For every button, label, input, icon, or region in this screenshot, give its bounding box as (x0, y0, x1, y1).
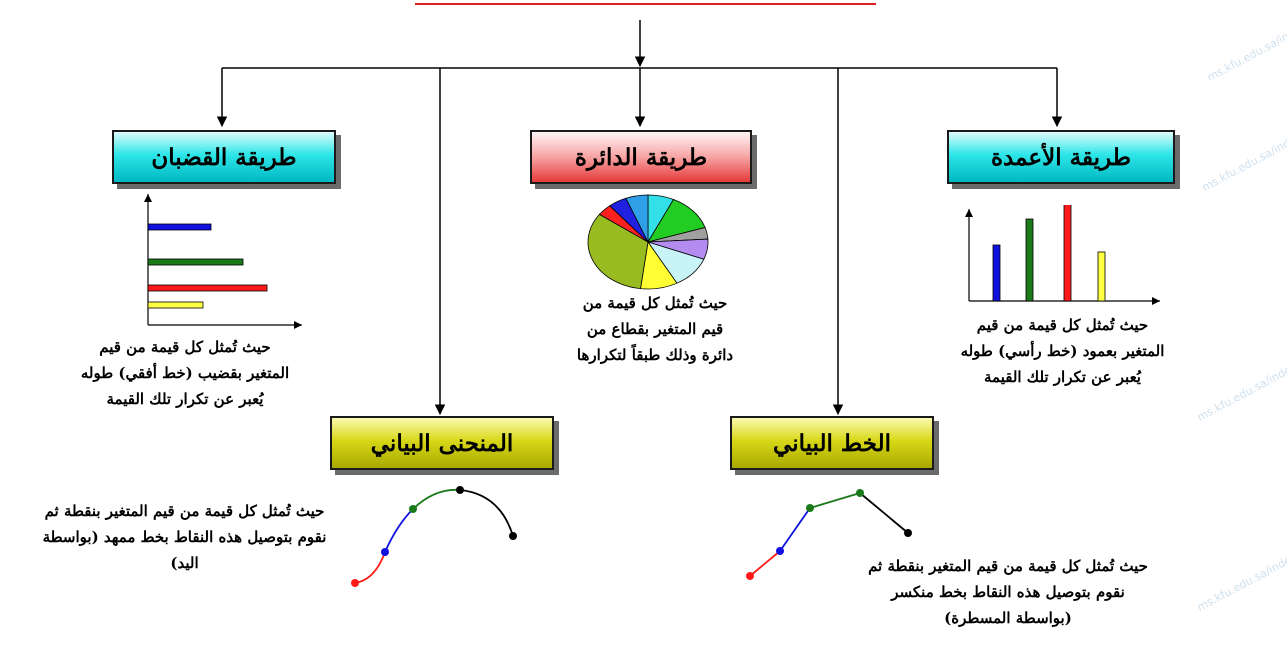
curve-point-4 (456, 486, 464, 494)
desc-pie: حيث تُمثل كل قيمة من قيم المتغير بقطاع م… (576, 294, 734, 364)
line-point-3 (806, 504, 814, 512)
box-curve-graph: المنحنى البياني (330, 416, 554, 470)
columns-x-arrow (1152, 297, 1160, 305)
pie-slice-7 (587, 213, 649, 290)
box-pie-method: طريقة الدائرة (530, 130, 752, 184)
line-point-4 (856, 489, 864, 497)
line-point-5 (904, 529, 912, 537)
smooth-curve-illustration (351, 486, 517, 587)
columns-illustration (965, 205, 1160, 305)
desc-columns: حيث تُمثل كل قيمة من قيم المتغير بعمود (… (960, 316, 1165, 386)
curve-point-1 (351, 579, 359, 587)
curve-point-5 (509, 532, 517, 540)
broken-line-illustration (746, 489, 912, 580)
line-point-2 (776, 547, 784, 555)
box-columns-method: طريقة الأعمدة (947, 130, 1175, 184)
box-line-graph: الخط البياني (730, 416, 934, 470)
curve-point-3 (409, 505, 417, 513)
pie-slice-10 (625, 194, 649, 243)
column-yellow (1097, 251, 1106, 302)
column-blue (992, 244, 1001, 302)
bar-yellow (147, 301, 204, 309)
bars-y-arrow (144, 194, 152, 202)
curve-point-2 (381, 548, 389, 556)
column-red (1063, 205, 1072, 302)
bar-blue (147, 223, 212, 231)
desc-line-graph: حيث تُمثل كل قيمة من قيم المتغير بنقطة ث… (868, 557, 1148, 627)
bars-illustration (144, 194, 302, 329)
desc-curve-graph: حيث تُمثل كل قيمة من قيم المتغير بنقطة ث… (42, 502, 327, 572)
column-green (1025, 218, 1034, 302)
bar-red (147, 284, 268, 292)
box-bars-method: طريقة القضبان (112, 130, 336, 184)
desc-bars: حيث تُمثل كل قيمة من قيم المتغير بقضيب (… (80, 338, 290, 408)
columns-y-arrow (965, 209, 973, 217)
line-point-1 (746, 572, 754, 580)
bars-x-arrow (294, 321, 302, 329)
bar-green (147, 258, 244, 266)
pie-illustration (587, 194, 709, 290)
